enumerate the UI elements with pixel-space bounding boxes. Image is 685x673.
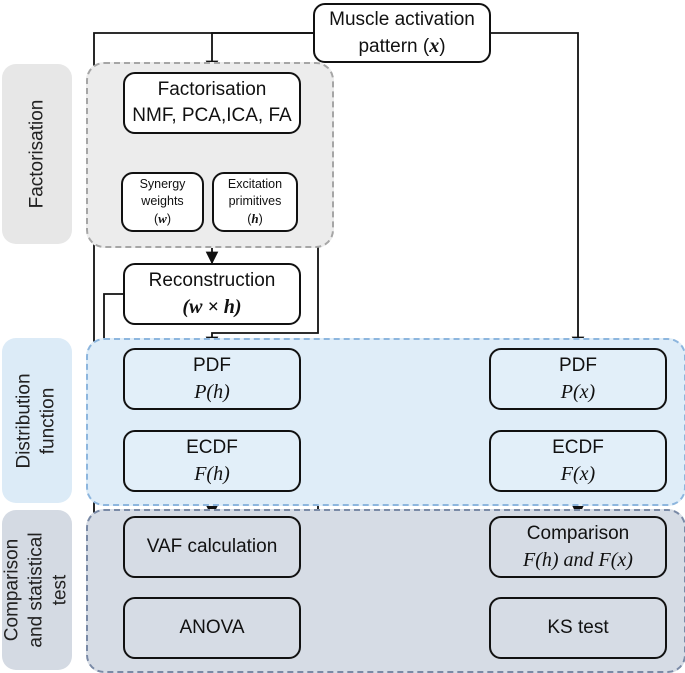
box-formula: F(x) <box>560 463 596 485</box>
box-label: PDF <box>193 355 231 376</box>
factorisation-box: Factorisation NMF, PCA,ICA, FA <box>123 72 301 134</box>
stage-text-line: Comparison <box>2 538 23 642</box>
box-formula: P(x) <box>560 381 596 403</box>
anova-box: ANOVA <box>123 597 301 659</box>
box-label: KS test <box>547 617 609 638</box>
box-label: Factorisation <box>157 79 267 100</box>
variable-x: x <box>429 34 440 57</box>
synergy-weights-box: Synergy weights (w) <box>121 172 204 232</box>
stage-label-comparison: Comparison and statistical test <box>2 510 72 670</box>
variable-h: h <box>251 211 259 226</box>
box-formula: F(h) and F(x) <box>523 549 633 571</box>
box-label: Excitation <box>227 177 283 191</box>
pdf-h-box: PDF P(h) <box>123 348 301 410</box>
stage-text-line: Distribution <box>14 372 36 469</box>
box-label: weights <box>141 194 184 208</box>
reconstruction-box: Reconstruction (w × h) <box>123 263 301 325</box>
stage-text-line: test <box>50 574 71 606</box>
box-formula: (w × h) <box>182 296 242 318</box>
box-label: primitives <box>228 194 282 208</box>
box-label: Comparison <box>526 523 630 544</box>
box-label: Reconstruction <box>148 270 276 291</box>
ecdf-h-box: ECDF F(h) <box>123 430 301 492</box>
box-label: Synergy <box>139 177 186 191</box>
box-label: ECDF <box>186 437 238 458</box>
stage-label-distribution-function: Distribution function <box>2 338 72 503</box>
box-label: ECDF <box>552 437 604 458</box>
stage-text-factorisation: Factorisation <box>25 100 49 209</box>
box-label-methods: NMF, PCA,ICA, FA <box>132 105 292 126</box>
box-label: PDF <box>559 355 597 376</box>
connector-input-to-pdf-x <box>491 32 585 350</box>
pdf-x-box: PDF P(x) <box>489 348 667 410</box>
paren: ( <box>247 212 252 226</box>
ecdf-x-box: ECDF F(x) <box>489 430 667 492</box>
box-formula: P(h) <box>194 381 230 403</box>
box-label: VAF calculation <box>146 536 278 557</box>
ks-test-box: KS test <box>489 597 667 659</box>
stage-text-comparison: Comparison and statistical test <box>1 532 73 647</box>
comparison-box: Comparison F(h) and F(x) <box>489 516 667 578</box>
stage-label-factorisation: Factorisation <box>2 64 72 244</box>
box-label-var: (h) <box>247 210 263 228</box>
stage-text-line: and statistical <box>26 532 47 648</box>
stage-text-line: function <box>38 387 60 454</box>
box-label-line2: pattern (x) <box>358 33 445 60</box>
stage-text-line: Factorisation <box>26 99 47 209</box>
box-label-text: pattern ( <box>358 35 430 57</box>
box-label-var: (w) <box>154 210 171 228</box>
paren: ( <box>153 212 159 226</box>
box-label-text: ) <box>439 35 446 57</box>
stage-text-distribution: Distribution function <box>13 373 61 468</box>
paren: ) <box>258 212 263 226</box>
paren: ) <box>166 212 171 226</box>
box-label: Muscle activation <box>329 8 475 30</box>
box-label: ANOVA <box>179 617 245 638</box>
variable-w: w <box>158 211 167 226</box>
vaf-calculation-box: VAF calculation <box>123 516 301 578</box>
box-formula: F(h) <box>194 463 230 485</box>
excitation-primitives-box: Excitation primitives (h) <box>212 172 298 232</box>
muscle-activation-pattern-box: Muscle activation pattern (x) <box>313 3 491 63</box>
